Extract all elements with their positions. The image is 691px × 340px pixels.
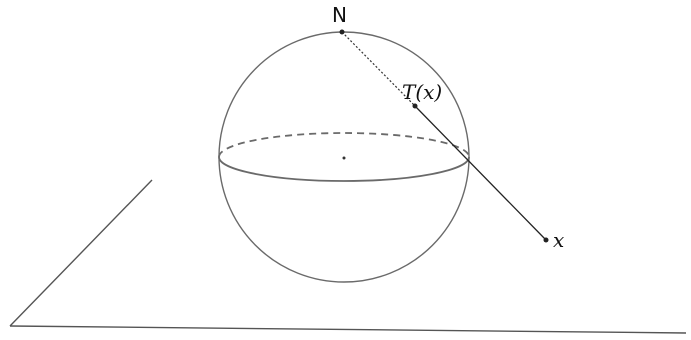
projected-point-dot [412,103,418,109]
projection-ray-dotted [341,31,416,107]
plane-point-label: x [553,228,564,252]
north-pole-point [339,29,345,35]
sphere-center-dot [342,156,346,160]
plane-point-dot [543,237,549,243]
projection-ray-solid [414,105,547,241]
plane-left-edge [9,179,153,327]
projected-point-label: T(x) [402,80,442,104]
equator-back-dashed [218,132,470,158]
equator-front [218,156,470,182]
plane-bottom-edge [9,325,687,334]
north-pole-label: N [332,3,347,27]
